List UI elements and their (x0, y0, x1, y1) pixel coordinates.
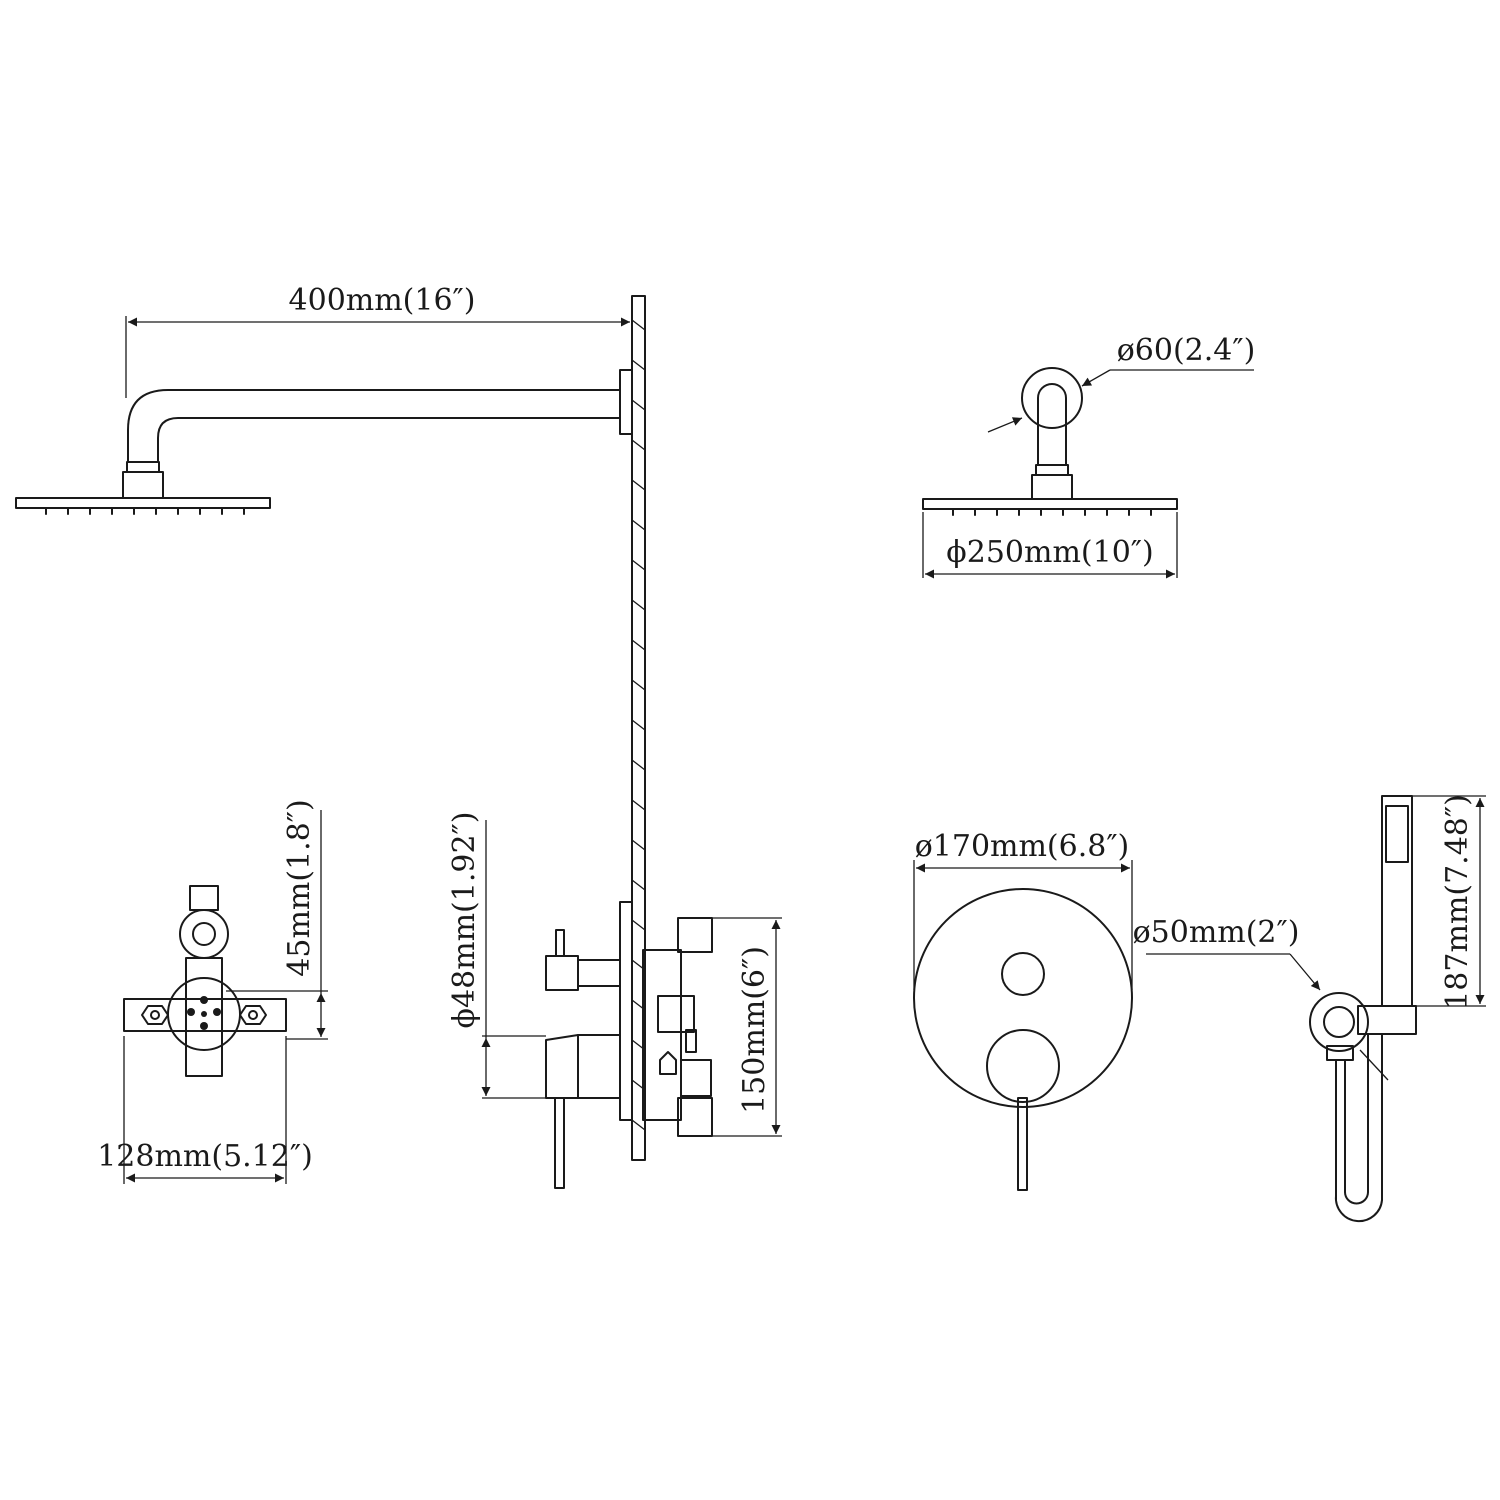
valve-width-dimension: 128mm(5.12″) (97, 1036, 313, 1184)
valve-width-label: 128mm(5.12″) (97, 1139, 313, 1174)
rough-in-valve-front-view (123, 885, 287, 1077)
hand-shower-length-dimension: 187mm(7.48″) (1412, 794, 1486, 1010)
arm-length-dimension: 400mm(16″) (125, 283, 630, 398)
flange-diameter-label: ø60(2.4″) (1117, 333, 1256, 368)
holder-diameter-label: ø50mm(2″) (1133, 915, 1300, 950)
head-diameter-label: ϕ250mm(10″) (946, 535, 1153, 570)
knob-diameter-label: ϕ48mm(1.92″) (447, 812, 482, 1029)
trim-diameter-dimension: ø170mm(6.8″) (913, 829, 1133, 990)
hand-shower-view (1309, 795, 1417, 1223)
shower-head-front-view (922, 367, 1178, 516)
holder-diameter-dimension: ø50mm(2″) (1133, 915, 1389, 1081)
valve-depth-label: 150mm(6″) (737, 946, 772, 1114)
valve-height-label: 45mm(1.8″) (282, 799, 317, 976)
valve-trim-side-view (545, 901, 713, 1189)
knob-diameter-dimension: ϕ48mm(1.92″) (447, 812, 546, 1099)
wall-side-view (631, 295, 646, 1161)
trim-diameter-label: ø170mm(6.8″) (915, 829, 1130, 864)
trim-plate-front-view (913, 888, 1133, 1191)
valve-height-dimension: 45mm(1.8″) (226, 799, 328, 1040)
flange-diameter-dimension: ø60(2.4″) (987, 333, 1256, 433)
shower-arm-side-view (15, 369, 633, 515)
head-diameter-dimension: ϕ250mm(10″) (922, 512, 1178, 579)
valve-depth-dimension: 150mm(6″) (712, 917, 782, 1137)
arm-length-label: 400mm(16″) (289, 283, 476, 318)
hand-shower-length-label: 187mm(7.48″) (1440, 794, 1475, 1010)
